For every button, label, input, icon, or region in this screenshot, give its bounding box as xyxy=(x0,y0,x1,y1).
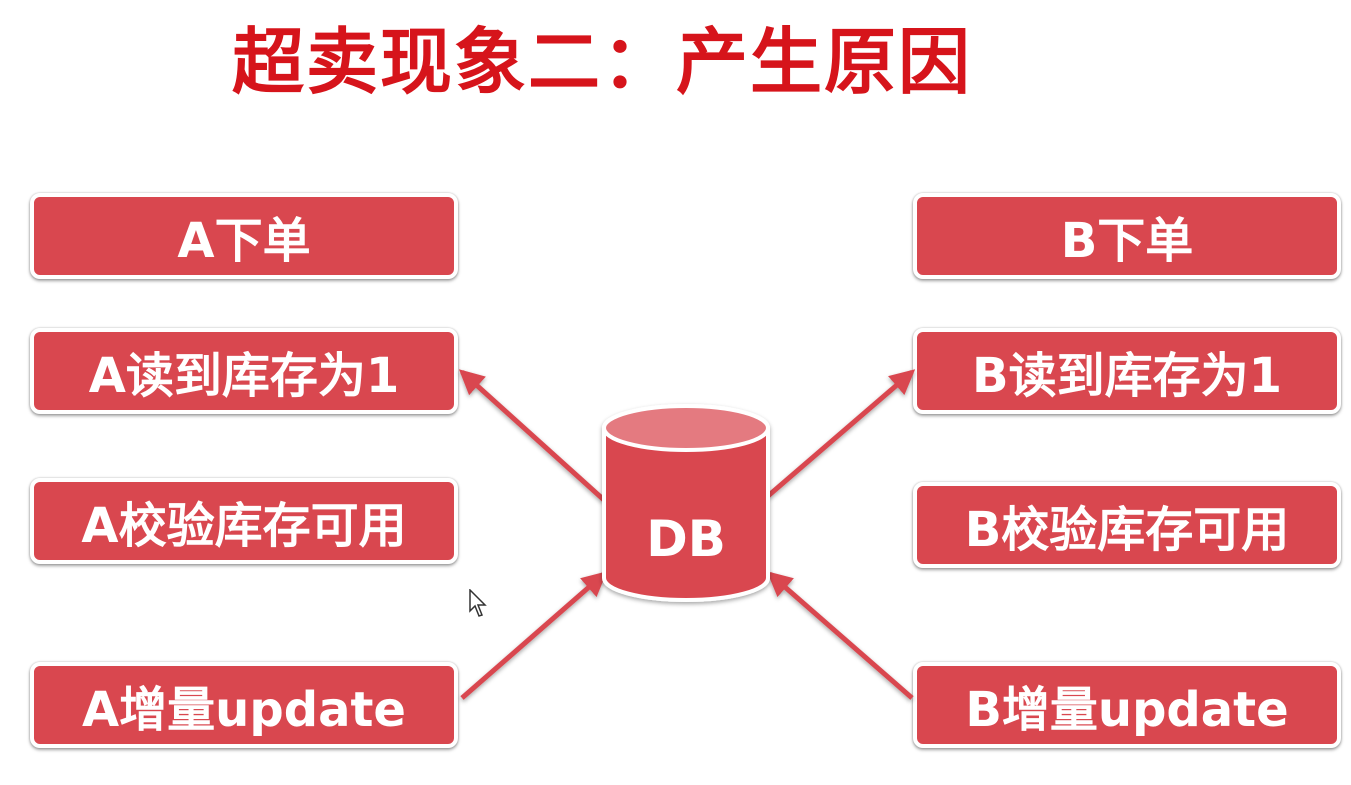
right-step-update-label: B增量update xyxy=(965,682,1289,738)
right-step-read-stock-box: B读到库存为1 xyxy=(913,328,1341,414)
right-step-order-label: B下单 xyxy=(1060,213,1194,269)
right-step-check-stock-box: B校验库存可用 xyxy=(913,482,1341,568)
left-step-check-stock-label: A校验库存可用 xyxy=(81,498,407,554)
right-step-order-box: B下单 xyxy=(913,193,1341,279)
right-step-update-box: B增量update xyxy=(913,662,1341,748)
left-step-update-box: A增量update xyxy=(30,662,458,748)
left-step-update-label: A增量update xyxy=(82,682,406,738)
left-step-read-stock-box: A读到库存为1 xyxy=(30,328,458,414)
mouse-pointer-icon xyxy=(469,589,487,617)
right-step-check-stock-label: B校验库存可用 xyxy=(964,502,1290,558)
right-step-read-stock-label: B读到库存为1 xyxy=(972,348,1282,404)
left-step-check-stock-box: A校验库存可用 xyxy=(30,478,458,564)
page-title: 超卖现象二：产生原因 xyxy=(232,20,973,104)
database-label: DB xyxy=(646,510,726,568)
arrow-right-update-to-db xyxy=(766,571,914,700)
left-step-order-box: A下单 xyxy=(30,193,458,279)
left-step-read-stock-label: A读到库存为1 xyxy=(88,348,400,404)
left-step-order-label: A下单 xyxy=(177,213,311,269)
arrow-db-to-left-read xyxy=(458,369,606,502)
arrow-db-to-right-read xyxy=(766,369,916,498)
